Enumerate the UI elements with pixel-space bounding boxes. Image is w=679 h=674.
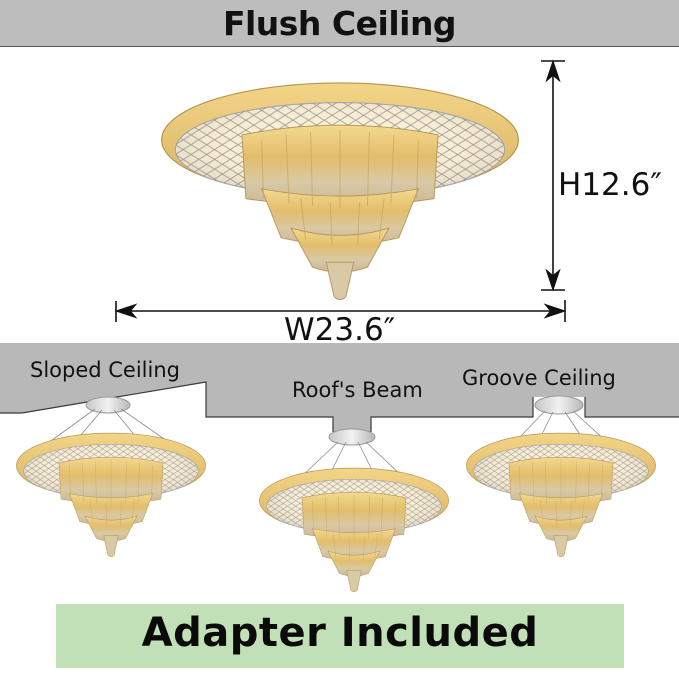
adapter-included-text: Adapter Included <box>141 610 539 656</box>
flush-mount-chandelier <box>161 82 519 301</box>
sloped-ceiling-chandelier <box>16 396 206 558</box>
height-dimension-label: H12.6″ <box>558 167 662 203</box>
groove-ceiling-label: Groove Ceiling <box>462 366 616 390</box>
groove-ceiling-chandelier <box>466 395 656 558</box>
adapter-included-banner: Adapter Included <box>56 604 624 668</box>
width-dimension-label: W23.6″ <box>284 312 396 348</box>
height-dimension-arrow <box>541 59 565 292</box>
ceiling-profile <box>0 343 679 432</box>
beam-mounted-chandelier <box>259 428 449 593</box>
flush-ceiling-title: Flush Ceiling <box>222 4 457 43</box>
roofs-beam-label: Roof's Beam <box>292 378 423 402</box>
width-dimension-arrow <box>114 300 567 322</box>
sloped-ceiling-label: Sloped Ceiling <box>30 358 180 382</box>
flush-ceiling-header: Flush Ceiling <box>0 0 679 47</box>
